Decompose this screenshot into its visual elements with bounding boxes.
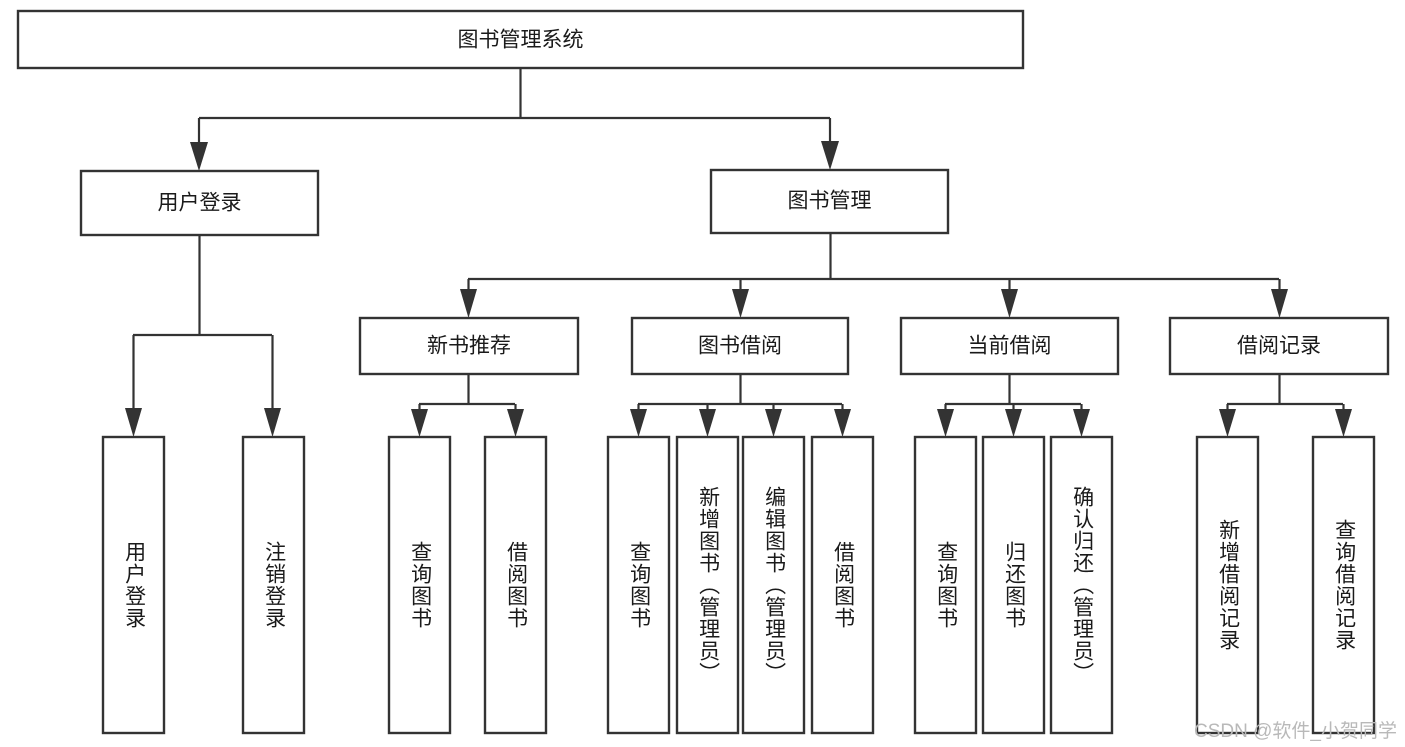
arrow-head-borrow-record	[1271, 289, 1288, 318]
node-label-root: 图书管理系统	[458, 29, 584, 52]
node-label-current-borrow: 当前借阅	[968, 335, 1052, 358]
node-box-leaf-confirm-return-admin[interactable]	[1049, 435, 1114, 735]
node-label-borrow-record: 借阅记录	[1237, 335, 1321, 358]
connector-group-current-borrow	[937, 374, 1090, 437]
connector-group-new-book-recommend	[411, 374, 524, 437]
arrow-head-leaf-confirm-return-admin	[1073, 409, 1090, 437]
csdn-watermark: CSDN @软件_小贺同学	[1194, 721, 1397, 742]
arrow-head-book-manage	[821, 141, 839, 170]
arrow-head-leaf-query-book-borrow	[630, 409, 647, 437]
node-box-user-login[interactable]	[79, 169, 320, 237]
node-box-book-borrow[interactable]	[630, 316, 850, 376]
arrow-head-leaf-logout-login	[264, 408, 281, 437]
node-box-leaf-borrow-book[interactable]	[810, 435, 875, 735]
arrow-head-leaf-add-borrow-record	[1219, 409, 1236, 437]
node-box-new-book-recommend[interactable]	[358, 316, 580, 376]
node-box-leaf-query-book-recommend[interactable]	[387, 435, 452, 735]
arrow-head-leaf-query-book-current	[937, 409, 954, 437]
arrow-head-leaf-borrow-book-recommend	[507, 409, 524, 437]
node-box-root[interactable]	[16, 9, 1025, 70]
node-box-leaf-query-book-borrow[interactable]	[606, 435, 671, 735]
node-box-book-manage[interactable]	[709, 168, 950, 235]
node-group-level2: 新书推荐 图书借阅 当前借阅 借阅记录	[358, 316, 1390, 376]
arrow-head-current-borrow	[1001, 289, 1018, 318]
node-box-current-borrow[interactable]	[899, 316, 1120, 376]
arrow-head-new-book-recommend	[460, 289, 477, 318]
node-label-user-login: 用户登录	[158, 192, 242, 215]
node-box-leaf-return-book[interactable]	[981, 435, 1046, 735]
arrow-head-leaf-add-book-admin	[699, 409, 716, 437]
connector-group-book-manage	[460, 233, 1288, 318]
node-box-leaf-query-book-current[interactable]	[913, 435, 978, 735]
node-group-leaves	[101, 435, 1376, 735]
node-box-leaf-add-borrow-record[interactable]	[1195, 435, 1260, 735]
arrow-head-leaf-query-borrow-record	[1335, 409, 1352, 437]
arrow-head-leaf-return-book	[1005, 409, 1022, 437]
arrow-head-book-borrow	[732, 289, 749, 318]
arrow-head-user-login	[190, 142, 208, 171]
connector-group-root	[190, 68, 839, 171]
arrow-head-leaf-user-login	[125, 408, 142, 437]
arrow-head-leaf-borrow-book	[834, 409, 851, 437]
node-box-leaf-query-borrow-record[interactable]	[1311, 435, 1376, 735]
connector-group-user-login	[125, 235, 281, 437]
node-box-leaf-borrow-book-recommend[interactable]	[483, 435, 548, 735]
node-box-borrow-record[interactable]	[1168, 316, 1390, 376]
node-box-leaf-logout-login[interactable]	[241, 435, 306, 735]
arrow-head-leaf-query-book-recommend	[411, 409, 428, 437]
node-label-new-book-recommend: 新书推荐	[427, 335, 511, 358]
node-label-book-manage: 图书管理	[788, 190, 872, 213]
node-label-book-borrow: 图书借阅	[698, 335, 782, 358]
connector-group-borrow-record	[1219, 374, 1352, 437]
node-box-leaf-user-login[interactable]	[101, 435, 166, 735]
connector-group-book-borrow	[630, 374, 851, 437]
node-box-leaf-edit-book-admin[interactable]	[741, 435, 806, 735]
node-box-leaf-add-book-admin[interactable]	[675, 435, 740, 735]
node-group-root: 图书管理系统	[16, 9, 1025, 70]
node-group-level1: 用户登录 图书管理	[79, 168, 950, 237]
arrow-head-leaf-edit-book-admin	[765, 409, 782, 437]
